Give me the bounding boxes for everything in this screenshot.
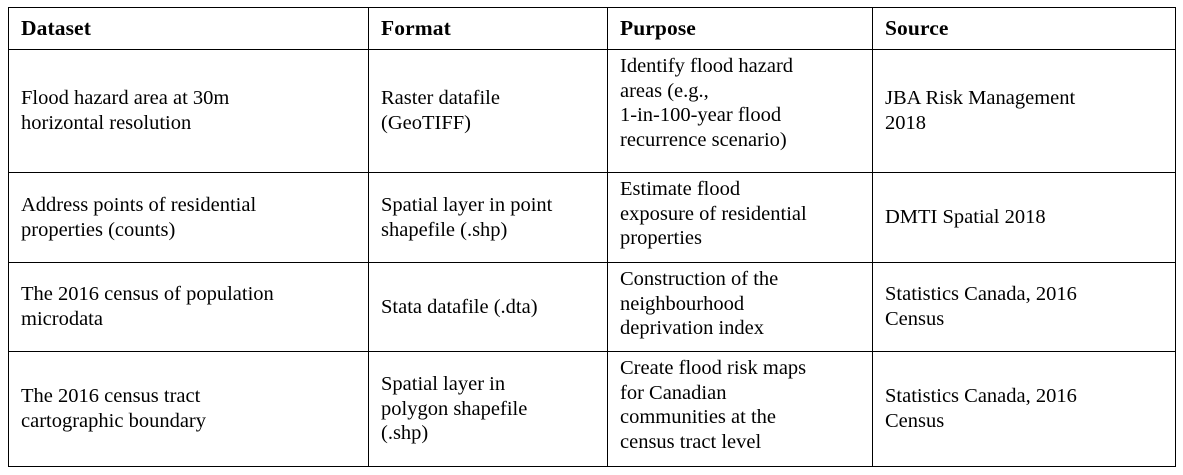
cell-source: JBA Risk Management 2018 xyxy=(872,49,1176,173)
cell-dataset: The 2016 census of population microdata xyxy=(8,262,369,352)
cell-dataset-text: Address points of residential properties… xyxy=(21,193,257,241)
cell-purpose-text: Construction of the neighbourhood depriv… xyxy=(620,268,779,340)
dataset-summary-table: Dataset Format Purpose Source Flood haza… xyxy=(8,7,1176,467)
column-header-dataset: Dataset xyxy=(8,7,369,50)
cell-purpose-text: Estimate flood exposure of residential p… xyxy=(620,178,807,250)
cell-format: Spatial layer in point shapefile (.shp) xyxy=(368,172,608,263)
cell-source-text: DMTI Spatial 2018 xyxy=(885,206,1046,229)
cell-dataset: The 2016 census tract cartographic bound… xyxy=(8,351,369,467)
cell-purpose: Estimate flood exposure of residential p… xyxy=(607,172,873,263)
column-header-purpose: Purpose xyxy=(607,7,873,50)
cell-source: DMTI Spatial 2018 xyxy=(872,172,1176,263)
cell-format: Spatial layer in polygon shapefile (.shp… xyxy=(368,351,608,467)
cell-dataset-text: The 2016 census of population microdata xyxy=(21,283,274,330)
table-row: The 2016 census tract cartographic bound… xyxy=(8,351,1176,467)
cell-source: Statistics Canada, 2016 Census xyxy=(872,262,1176,352)
cell-purpose-text: Identify flood hazard areas (e.g., 1-in-… xyxy=(620,55,794,151)
table-header: Dataset Format Purpose Source xyxy=(8,7,1176,50)
cell-format: Raster datafile (GeoTIFF) xyxy=(368,49,608,173)
cell-source-text: Statistics Canada, 2016 Census xyxy=(885,283,1077,330)
cell-dataset: Address points of residential properties… xyxy=(8,172,369,263)
table-body: Flood hazard area at 30m horizontal reso… xyxy=(8,49,1176,467)
cell-source-text: JBA Risk Management 2018 xyxy=(885,87,1076,134)
cell-dataset-text: The 2016 census tract cartographic bound… xyxy=(21,385,206,432)
cell-dataset: Flood hazard area at 30m horizontal reso… xyxy=(8,49,369,173)
cell-format-text: Spatial layer in polygon shapefile (.shp… xyxy=(381,373,528,445)
cell-source-text: Statistics Canada, 2016 Census xyxy=(885,385,1077,432)
cell-purpose: Construction of the neighbourhood depriv… xyxy=(607,262,873,352)
cell-dataset-text: Flood hazard area at 30m horizontal reso… xyxy=(21,87,230,134)
table-row: The 2016 census of population microdata … xyxy=(8,262,1176,352)
cell-format-text: Raster datafile (GeoTIFF) xyxy=(381,87,500,134)
cell-format: Stata datafile (.dta) xyxy=(368,262,608,352)
table-header-row: Dataset Format Purpose Source xyxy=(8,7,1176,50)
table-row: Flood hazard area at 30m horizontal reso… xyxy=(8,49,1176,173)
table-row: Address points of residential properties… xyxy=(8,172,1176,263)
cell-purpose: Identify flood hazard areas (e.g., 1-in-… xyxy=(607,49,873,173)
cell-format-text: Stata datafile (.dta) xyxy=(381,295,538,318)
cell-format-text: Spatial layer in point shapefile (.shp) xyxy=(381,193,553,241)
cell-source: Statistics Canada, 2016 Census xyxy=(872,351,1176,467)
column-header-source: Source xyxy=(872,7,1176,50)
cell-purpose-text: Create flood risk maps for Canadian comm… xyxy=(620,357,807,453)
cell-purpose: Create flood risk maps for Canadian comm… xyxy=(607,351,873,467)
column-header-format: Format xyxy=(368,7,608,50)
